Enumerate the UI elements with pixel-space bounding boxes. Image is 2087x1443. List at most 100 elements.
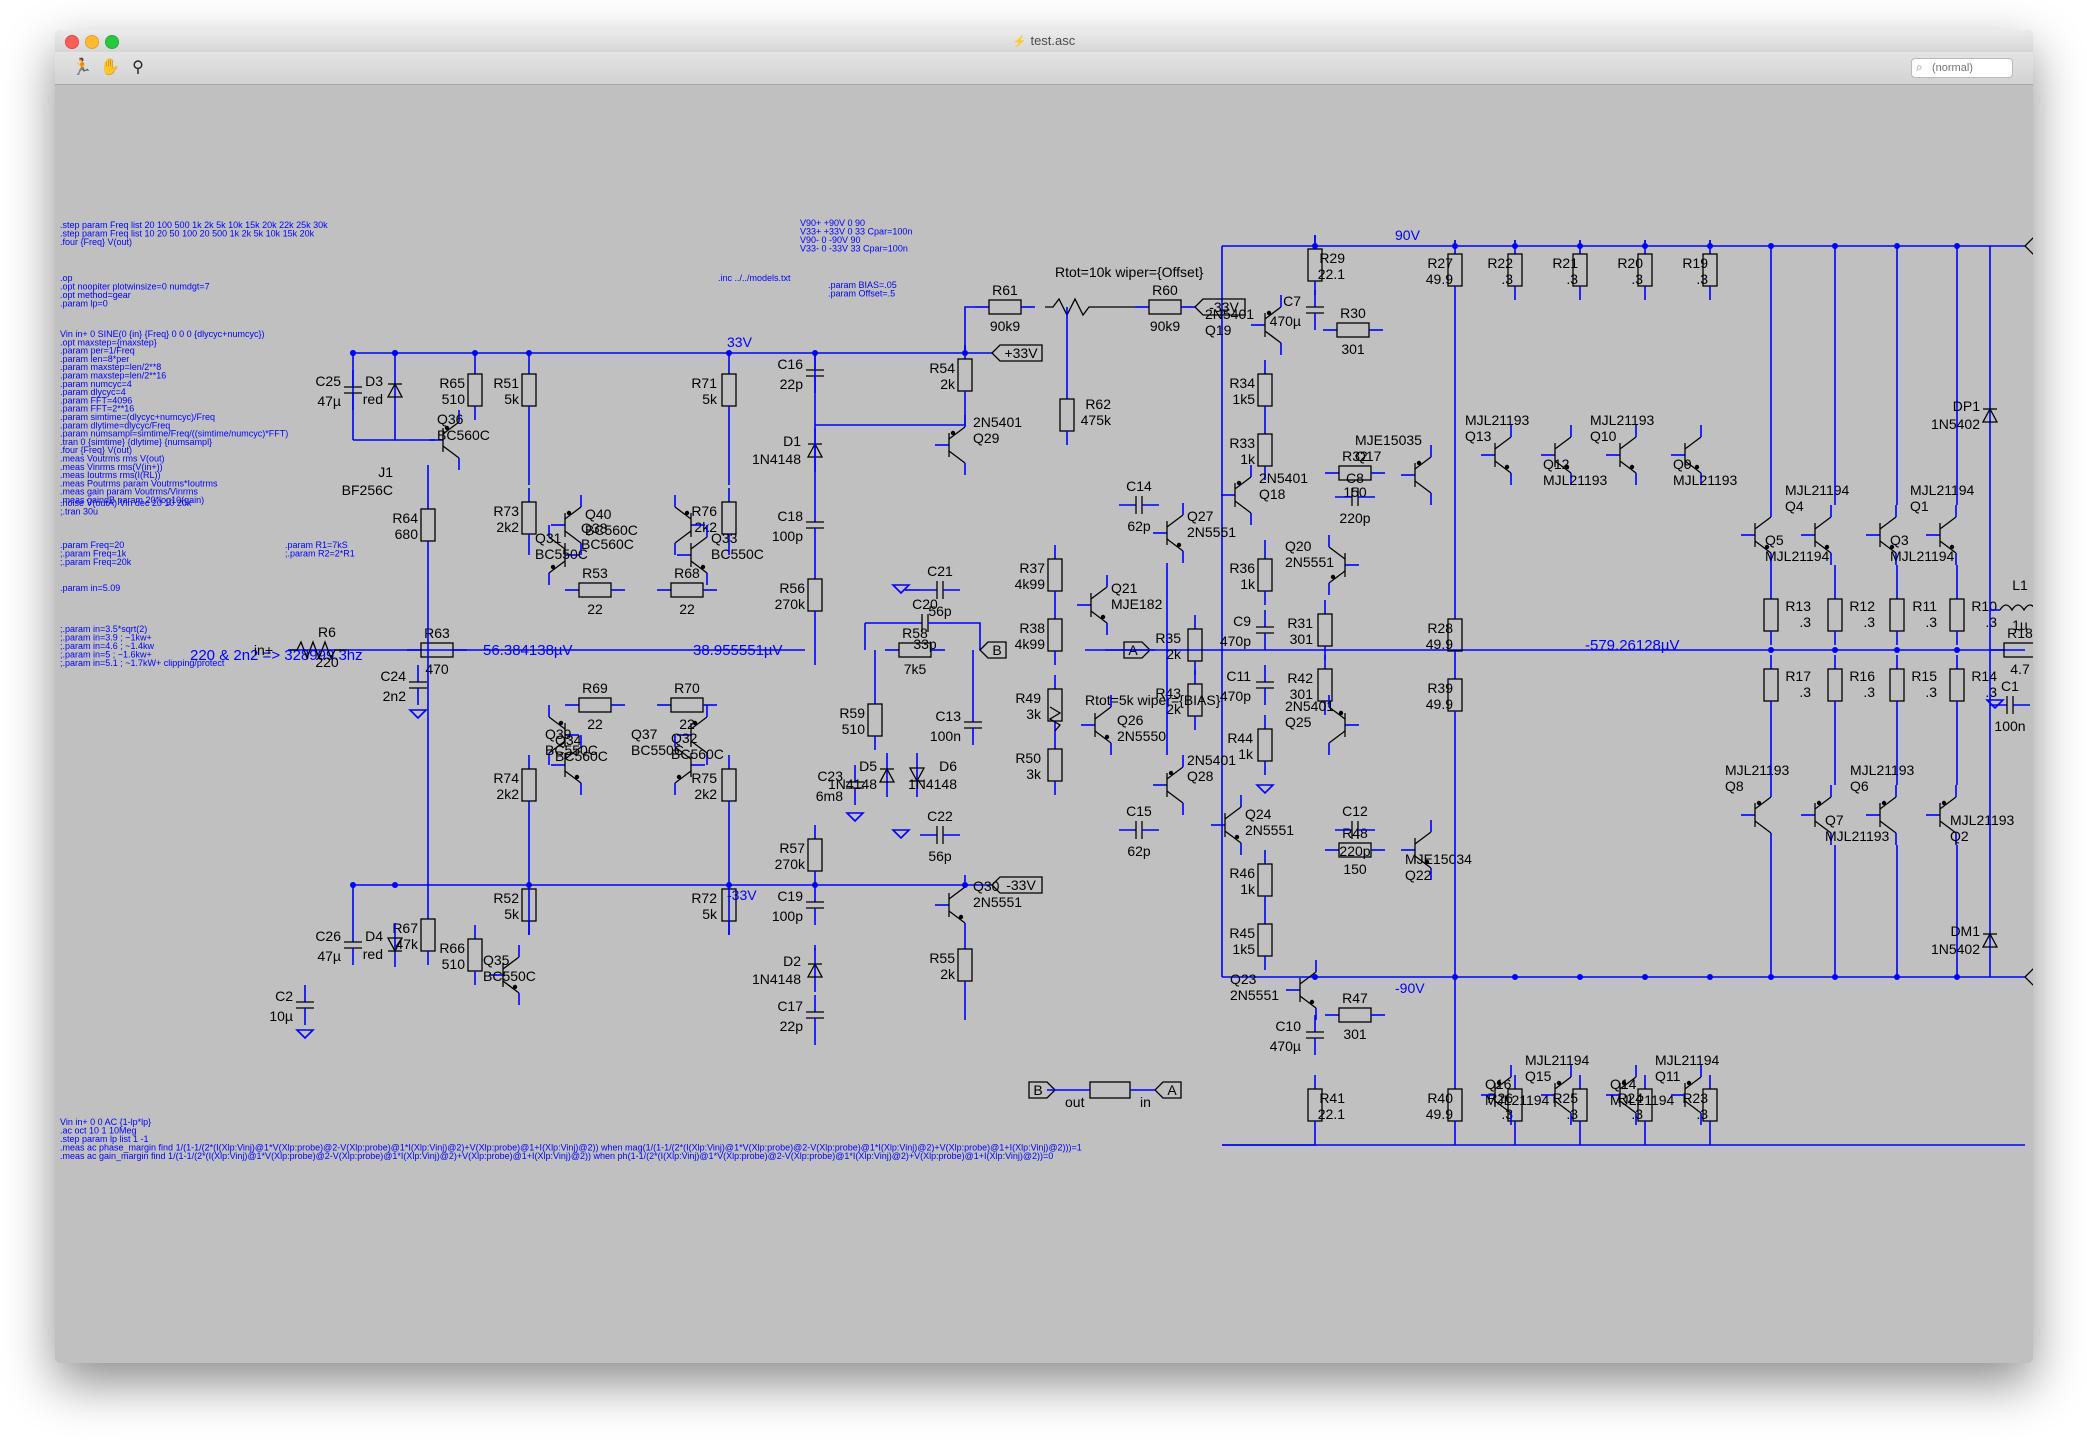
resistor-R23[interactable] (1702, 1075, 1718, 1135)
capacitor-C7[interactable] (1306, 290, 1324, 330)
resistor-R58[interactable] (885, 642, 945, 658)
resistor-R6[interactable] (290, 640, 347, 660)
transistor-Q14[interactable] (1606, 1065, 1637, 1125)
resistor-R11[interactable] (1889, 585, 1905, 645)
diode-DM1[interactable] (1981, 918, 1999, 962)
transistor-Q22[interactable] (1401, 820, 1432, 880)
transistor-Q9[interactable] (1671, 425, 1702, 485)
resistor-R44[interactable] (1257, 715, 1273, 775)
resistor-R55[interactable] (957, 935, 973, 995)
transistor-Q11[interactable] (1671, 1065, 1702, 1125)
capacitor-C18[interactable] (806, 505, 824, 545)
search-box[interactable]: ⌕ (1911, 58, 2013, 78)
transistor-Q1[interactable] (1926, 505, 1957, 565)
probe-resistor[interactable] (1089, 1081, 1131, 1099)
resistor-R12[interactable] (1827, 585, 1843, 645)
resistor-R39[interactable] (1447, 665, 1463, 725)
resistor-R31[interactable] (1317, 600, 1333, 660)
resistor-R71[interactable] (721, 360, 737, 420)
diode-D2[interactable] (806, 948, 824, 992)
zoom-button[interactable] (105, 35, 119, 49)
resistor-R60[interactable] (1135, 299, 1195, 315)
capacitor-C10[interactable] (1306, 1015, 1324, 1055)
transistor-Q33[interactable] (677, 525, 708, 585)
resistor-R40[interactable] (1447, 1075, 1463, 1135)
resistor-R25[interactable] (1572, 1075, 1588, 1135)
transistor-Q31[interactable] (548, 525, 579, 585)
resistor-R47[interactable] (1325, 1007, 1385, 1023)
net-flag-p90[interactable] (2024, 237, 2033, 255)
search-input[interactable] (1930, 60, 2012, 76)
resistor-R33[interactable] (1257, 420, 1273, 480)
net-flag-m90[interactable] (2024, 968, 2033, 986)
transistor-Q23[interactable] (1286, 960, 1317, 1020)
run-icon[interactable]: 🏃 (72, 59, 92, 76)
transistor-Q36[interactable] (429, 410, 460, 470)
capacitor-C8[interactable] (1335, 488, 1375, 506)
transistor-Q39[interactable] (551, 735, 582, 795)
transistor-Q17[interactable] (1401, 445, 1432, 505)
transistor-Q8[interactable] (1741, 785, 1772, 845)
bias-potentiometer[interactable] (1048, 706, 1062, 732)
transistor-Q26[interactable] (1081, 695, 1112, 755)
resistor-R48[interactable] (1325, 842, 1385, 858)
resistor-R62[interactable] (1059, 385, 1075, 445)
resistor-R59[interactable] (867, 690, 883, 750)
resistor-R64[interactable] (420, 495, 436, 555)
transistor-Q18[interactable] (1221, 465, 1252, 525)
transistor-Q35[interactable] (489, 945, 520, 1005)
transistor-Q16[interactable] (1481, 1065, 1512, 1125)
resistor-R34[interactable] (1257, 360, 1273, 420)
resistor-R13[interactable] (1763, 585, 1779, 645)
transistor-Q7[interactable] (1801, 785, 1832, 845)
net-flag-vm33[interactable] (1194, 298, 1246, 316)
transistor-Q2[interactable] (1926, 785, 1957, 845)
net-flag-p33[interactable] (991, 344, 1043, 362)
resistor-R42[interactable] (1317, 655, 1333, 715)
resistor-R37[interactable] (1047, 545, 1063, 605)
resistor-R46[interactable] (1257, 850, 1273, 910)
transistor-Q37[interactable] (674, 735, 705, 795)
transistor-Q29[interactable] (935, 415, 966, 475)
resistor-R26[interactable] (1507, 1075, 1523, 1135)
resistor-R69[interactable] (565, 697, 625, 713)
resistor-R28[interactable] (1447, 605, 1463, 665)
resistor-R45[interactable] (1257, 910, 1273, 970)
close-button[interactable] (65, 35, 79, 49)
hand-icon[interactable]: ✋ (100, 59, 120, 76)
transistor-Q4[interactable] (1801, 505, 1832, 565)
resistor-R14[interactable] (1949, 655, 1965, 715)
net-flag-B[interactable] (1028, 1081, 1056, 1099)
resistor-R65[interactable] (467, 360, 483, 420)
transistor-Q19[interactable] (1251, 295, 1282, 355)
resistor-R51[interactable] (521, 360, 537, 420)
transistor-Q25[interactable] (1328, 695, 1359, 755)
capacitor-C14[interactable] (1119, 496, 1159, 514)
capacitor-C12[interactable] (1335, 821, 1375, 839)
resistor-R17[interactable] (1763, 655, 1779, 715)
capacitor-C23[interactable] (846, 765, 864, 805)
resistor-R50[interactable] (1047, 735, 1063, 795)
net-flag-B[interactable] (979, 641, 1007, 659)
resistor-R75[interactable] (721, 755, 737, 815)
transistor-Q40[interactable] (551, 495, 582, 555)
transistor-Q6[interactable] (1866, 785, 1897, 845)
diode-D6[interactable] (908, 753, 926, 797)
resistor-R61[interactable] (975, 299, 1035, 315)
resistor-R24[interactable] (1637, 1075, 1653, 1135)
transistor-Q28[interactable] (1153, 755, 1184, 815)
minimize-button[interactable] (85, 35, 99, 49)
resistor-R67[interactable] (420, 905, 436, 965)
transistor-Q27[interactable] (1153, 503, 1184, 563)
transistor-Q30[interactable] (935, 875, 966, 935)
resistor-R30[interactable] (1323, 322, 1383, 338)
capacitor-C21[interactable] (920, 581, 960, 599)
resistor-R35[interactable] (1187, 615, 1203, 675)
transistor-Q20[interactable] (1328, 535, 1359, 595)
resistor-R18[interactable] (1990, 642, 2033, 658)
inductor-L1[interactable] (1999, 604, 2033, 612)
transistor-Q3[interactable] (1866, 505, 1897, 565)
net-flag-m33[interactable] (991, 876, 1043, 894)
resistor-R76[interactable] (721, 488, 737, 548)
probe-icon[interactable]: ⚲ (132, 59, 144, 76)
